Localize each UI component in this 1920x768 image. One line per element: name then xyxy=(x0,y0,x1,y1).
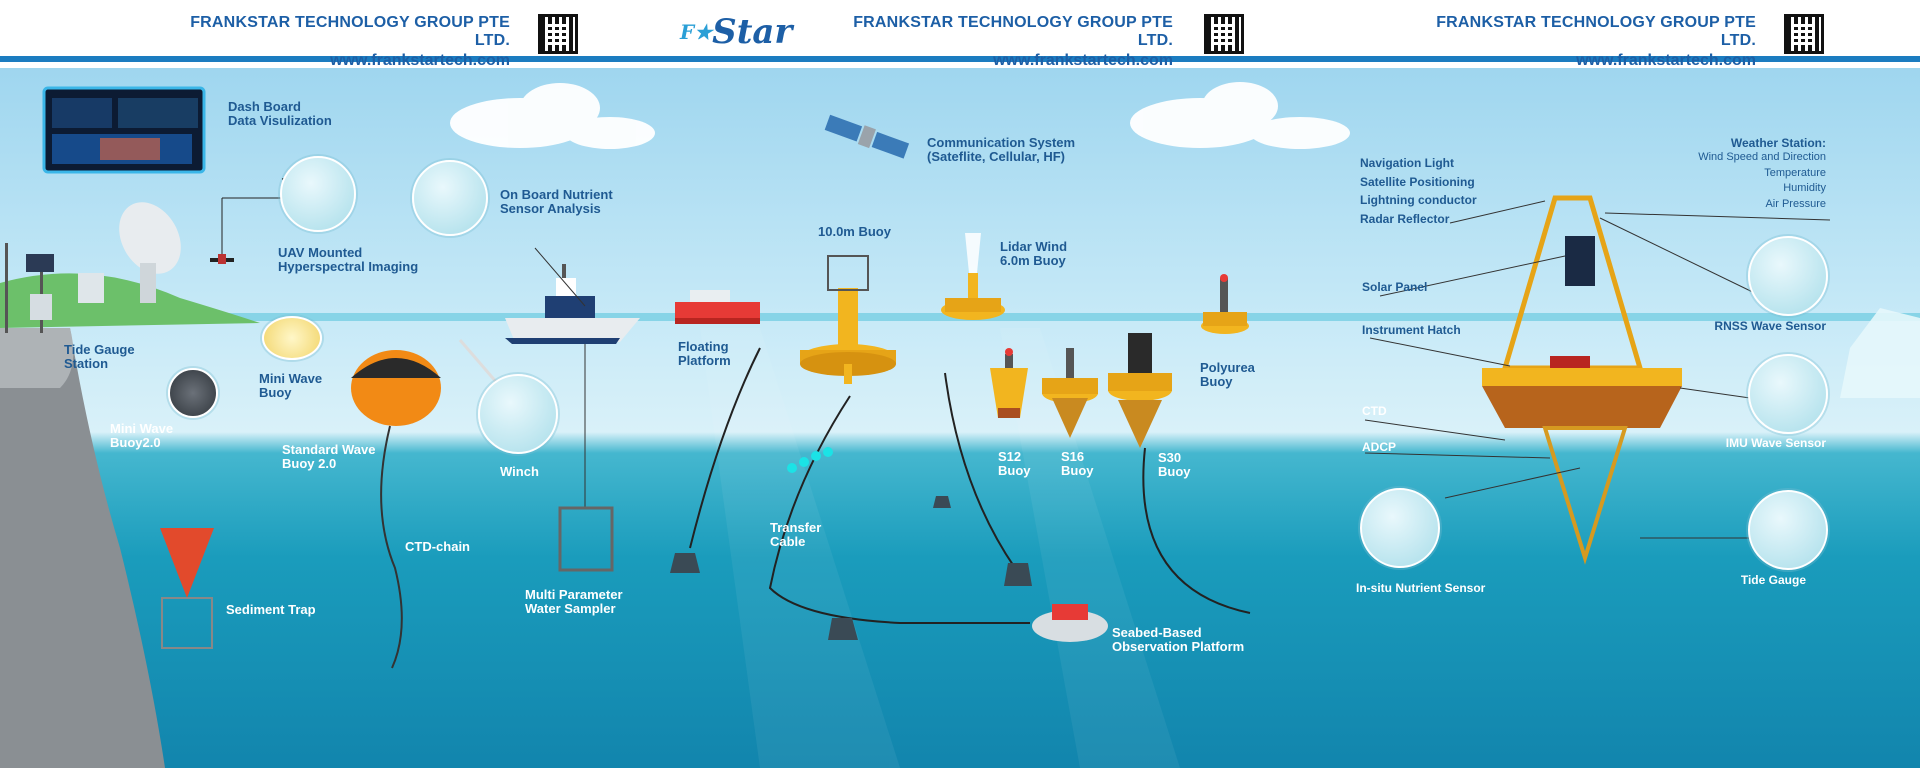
label-mini-wave2: Mini Wave Buoy2.0 xyxy=(110,421,174,450)
frankstar-logo: F★Star xyxy=(680,12,792,52)
label-weather-title: Weather Station: xyxy=(1730,136,1826,150)
label-uav: UAV Mounted Hyperspectral Imaging xyxy=(278,245,419,274)
water-sampler xyxy=(558,506,614,572)
rnss-sensor-circle xyxy=(1748,236,1828,316)
label-sediment: Sediment Trap xyxy=(226,602,316,617)
website-link[interactable]: www.frankstartech.com xyxy=(993,52,1173,69)
brand-block-1: FRANKSTAR TECHNOLOGY GROUP PTE LTD. www.… xyxy=(190,14,510,70)
buoy-s12 xyxy=(990,348,1028,418)
label-insitu: In-situ Nutrient Sensor xyxy=(1356,581,1486,595)
buoy-s16 xyxy=(1042,348,1098,438)
buoy-lidar xyxy=(941,233,1005,320)
qr-code-icon xyxy=(1784,14,1824,54)
label-instrument-hatch: Instrument Hatch xyxy=(1362,323,1461,337)
qr-code-icon xyxy=(538,14,578,54)
ship-icon xyxy=(505,264,640,344)
label-mini-wave: Mini Wave Buoy xyxy=(259,371,323,400)
buoy-polyurea xyxy=(1201,274,1249,334)
company-name: FRANKSTAR TECHNOLOGY GROUP PTE LTD. xyxy=(1436,14,1756,49)
label-buoy-10m: 10.0m Buoy xyxy=(818,224,891,239)
label-weather-items: Wind Speed and Direction Temperature Hum… xyxy=(1698,151,1826,210)
buoy-s30 xyxy=(1108,333,1172,448)
label-imu: IMU Wave Sensor xyxy=(1725,436,1826,450)
standard-wave-buoy xyxy=(351,350,441,426)
label-seabed: Seabed-Based Observation Platform xyxy=(1112,625,1245,654)
company-name: FRANKSTAR TECHNOLOGY GROUP PTE LTD. xyxy=(190,14,510,49)
label-floating: Floating Platform xyxy=(678,339,731,368)
mini-wave-buoy2-icon xyxy=(168,368,218,418)
label-standard-wave: Standard Wave Buoy 2.0 xyxy=(282,442,376,471)
label-solar-panel: Solar Panel xyxy=(1362,280,1428,294)
label-adcp: ADCP xyxy=(1362,440,1397,454)
scene-illustration xyxy=(0,82,1920,768)
winch-circle xyxy=(478,374,558,454)
cloud-icon xyxy=(450,82,1350,149)
label-polyurea: Polyurea Buoy xyxy=(1200,360,1255,389)
uav-drone-circle xyxy=(280,156,356,232)
label-s30: S30 Buoy xyxy=(1158,450,1191,479)
label-tide-gauge: Tide Gauge xyxy=(1740,573,1806,587)
brand-block-3: FRANKSTAR TECHNOLOGY GROUP PTE LTD. www.… xyxy=(1430,14,1756,70)
logo-star-icon: F★ xyxy=(680,20,713,44)
label-s12: S12 Buoy xyxy=(998,449,1031,478)
cliff xyxy=(0,328,165,768)
imu-sensor-circle xyxy=(1748,354,1828,434)
page-header: FRANKSTAR TECHNOLOGY GROUP PTE LTD. www.… xyxy=(0,0,1920,69)
label-transfer-cable: Transfer Cable xyxy=(770,520,822,549)
label-s16: S16 Buoy xyxy=(1061,449,1094,478)
buoy-10m xyxy=(800,255,896,384)
label-tide-station: Tide Gauge Station xyxy=(64,342,135,371)
satellite-icon xyxy=(824,114,910,159)
label-onboard: On Board Nutrient Sensor Analysis xyxy=(500,187,613,216)
logo-text: Star xyxy=(712,12,793,52)
company-name: FRANKSTAR TECHNOLOGY GROUP PTE LTD. xyxy=(853,14,1173,49)
tide-gauge-circle xyxy=(1748,490,1828,570)
label-lidar: Lidar Wind 6.0m Buoy xyxy=(1000,239,1068,268)
website-link[interactable]: www.frankstartech.com xyxy=(330,52,510,69)
nutrient-sensor-circle xyxy=(412,160,488,236)
ocean-scene: Dash Board Data Visulization UAV Mounted… xyxy=(0,68,1920,768)
brand-block-2: FRANKSTAR TECHNOLOGY GROUP PTE LTD. www.… xyxy=(850,14,1173,70)
buoy-large xyxy=(1482,195,1682,565)
floating-platform xyxy=(675,290,760,324)
label-communication: Communication System (Sateflite, Cellula… xyxy=(927,135,1076,164)
label-winch: Winch xyxy=(500,464,539,479)
label-nav-list: Navigation Light Satellite Positioning L… xyxy=(1360,156,1477,226)
label-dashboard: Dash Board Data Visulization xyxy=(228,99,332,128)
label-ctd: CTD xyxy=(1362,404,1387,418)
island xyxy=(0,273,260,328)
label-rnss: RNSS Wave Sensor xyxy=(1714,319,1826,333)
mini-wave-buoy-icon xyxy=(262,316,322,360)
sediment-trap xyxy=(160,528,214,649)
label-water-sampler: Multi Parameter Water Sampler xyxy=(525,587,623,616)
qr-code-icon xyxy=(1204,14,1244,54)
label-ctd-chain: CTD-chain xyxy=(405,539,470,554)
seabed-platform xyxy=(1032,604,1108,642)
insitu-sensor-circle xyxy=(1360,488,1440,568)
website-link[interactable]: www.frankstartech.com xyxy=(1576,52,1756,69)
dish-antenna-icon xyxy=(119,202,181,303)
